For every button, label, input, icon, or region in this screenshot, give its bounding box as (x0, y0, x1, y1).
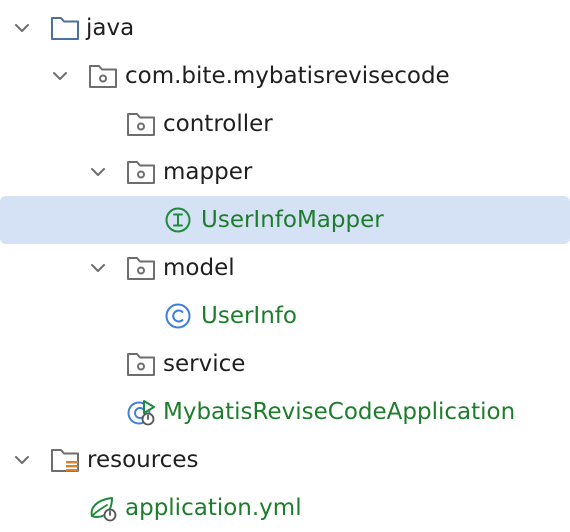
package-icon (127, 113, 155, 136)
chevron-down-icon[interactable] (88, 162, 108, 182)
chevron-down-icon[interactable] (12, 450, 32, 470)
tree-node-label: mapper (163, 159, 253, 185)
tree-node-label: UserInfo (201, 303, 297, 329)
tree-node-java[interactable]: java (0, 4, 570, 52)
spring-config-icon (90, 497, 117, 522)
tree-node-userinfo[interactable]: UserInfo (0, 292, 570, 340)
resources-folder-icon (51, 449, 79, 472)
tree-node-mapper[interactable]: mapper (0, 148, 570, 196)
package-icon (89, 65, 117, 88)
package-icon (127, 353, 155, 376)
folder-icon (51, 17, 79, 40)
tree-node-userinfomapper[interactable]: UserInfoMapper (0, 196, 570, 244)
interface-icon (165, 207, 191, 233)
chevron-down-icon[interactable] (50, 66, 70, 86)
tree-node-application[interactable]: MybatisReviseCodeApplication (0, 388, 570, 436)
tree-node-controller[interactable]: controller (0, 100, 570, 148)
package-icon (127, 257, 155, 280)
tree-node-label: model (163, 255, 235, 281)
chevron-down-icon[interactable] (88, 258, 108, 278)
tree-node-label: java (86, 15, 135, 41)
chevron-down-icon[interactable] (12, 18, 32, 38)
tree-node-label: application.yml (125, 495, 302, 521)
tree-node-model[interactable]: model (0, 244, 570, 292)
tree-node-application-yml[interactable]: application.yml (0, 484, 570, 532)
tree-node-label: UserInfoMapper (201, 207, 384, 233)
package-icon (127, 161, 155, 184)
tree-node-label: controller (163, 111, 273, 137)
tree-node-service[interactable]: service (0, 340, 570, 388)
tree-node-resources[interactable]: resources (0, 436, 570, 484)
tree-node-package-root[interactable]: com.bite.mybatisrevisecode (0, 52, 570, 100)
spring-boot-class-icon (127, 400, 155, 426)
class-icon (165, 303, 191, 329)
tree-node-label: MybatisReviseCodeApplication (163, 399, 516, 425)
tree-node-label: com.bite.mybatisrevisecode (125, 63, 450, 89)
tree-node-label: resources (87, 447, 199, 473)
tree-node-label: service (163, 351, 246, 377)
